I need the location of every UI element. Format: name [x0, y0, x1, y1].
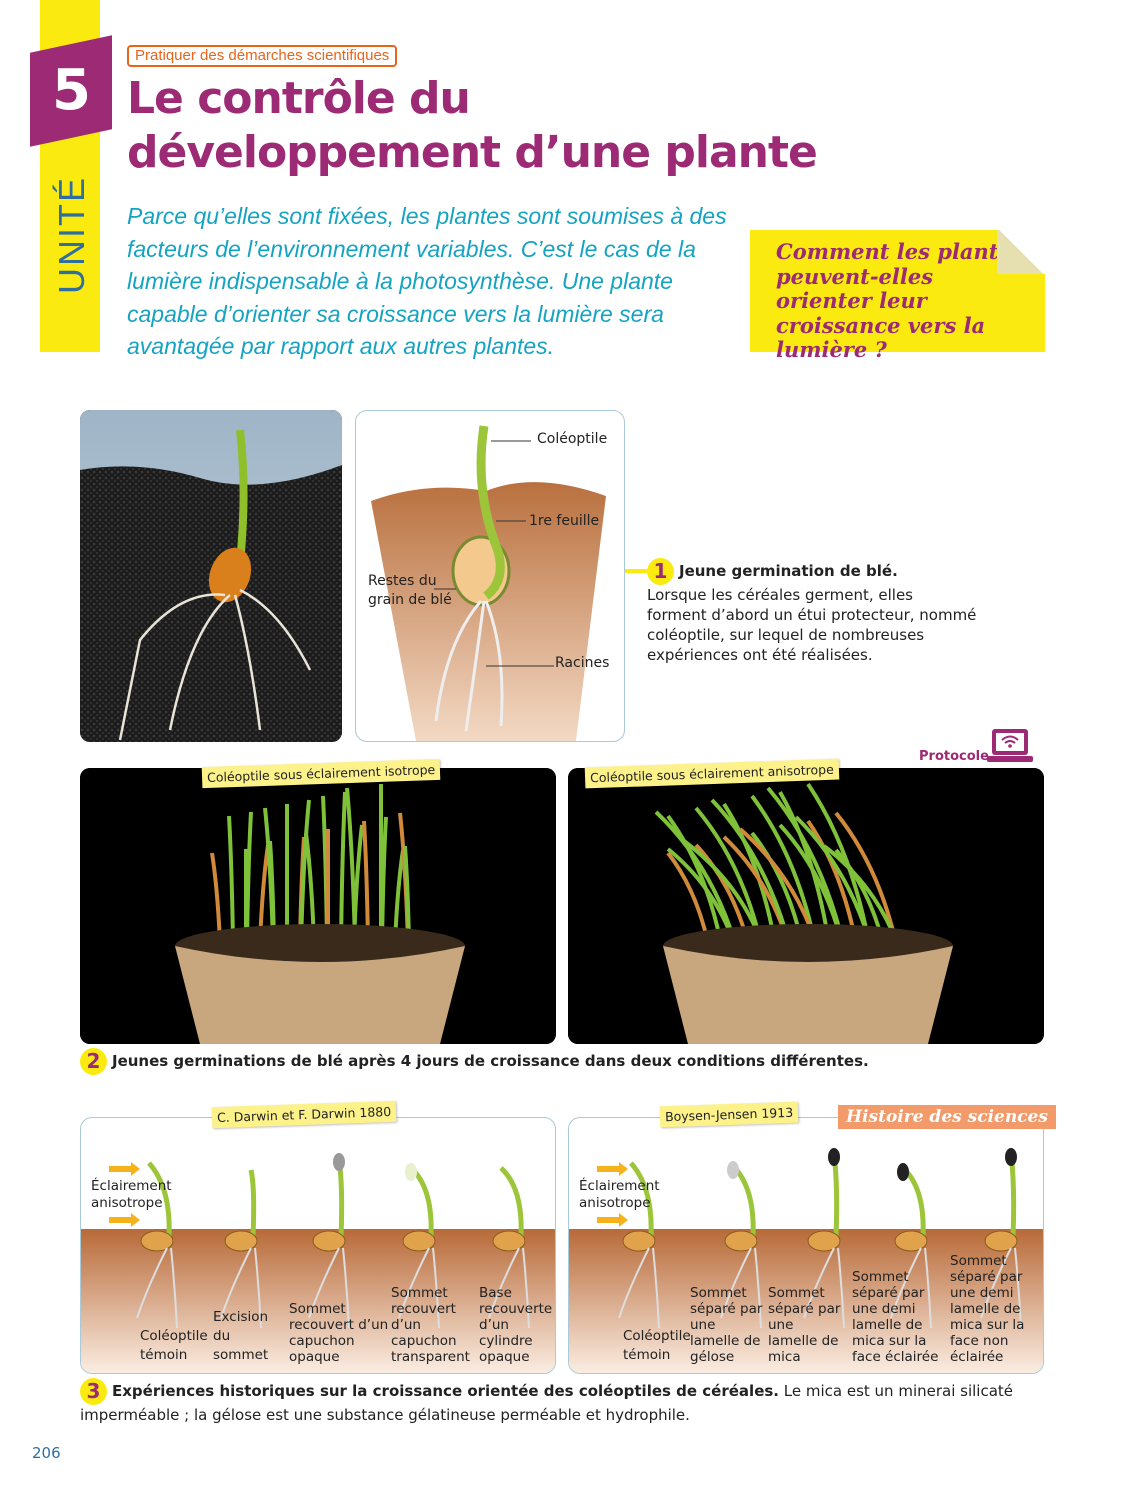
question-text: Comment les plantes peuvent-elles orient…	[776, 239, 1024, 362]
protocole-link[interactable]: Protocole	[919, 749, 989, 764]
section-tag: Pratiquer des démarches scientifiques	[127, 45, 398, 67]
coleoptile	[499, 1166, 524, 1237]
experiment-label: Coléoptile témoin	[623, 1328, 691, 1363]
label-first-leaf: 1re feuille	[529, 513, 600, 529]
experiment-label: Coléoptile témoin	[140, 1328, 208, 1363]
coleoptile	[248, 1169, 257, 1237]
seedling	[666, 814, 723, 944]
germination-photo	[80, 410, 342, 742]
doc3-caption: 3 Expériences historiques sur la croissan…	[80, 1378, 1040, 1426]
page-title: Le contrôle du développement d’une plant…	[127, 73, 818, 178]
doc1-text: Lorsque les céréales germent, elles form…	[647, 586, 977, 664]
seedling	[227, 815, 235, 944]
pot	[663, 946, 953, 1044]
label-grain: Restes du grain de blé	[368, 573, 452, 608]
label-roots: Racines	[555, 655, 610, 671]
darwin-experiment-drawing	[81, 1153, 555, 1373]
experiment-label: Sommet recouvert d’un capuchon opaque	[289, 1301, 389, 1365]
seedling	[766, 786, 845, 944]
light-arrow-icon	[109, 1213, 140, 1227]
boysen-jensen-experiment-panel: Éclairement anisotrope Coléoptile témoin…	[568, 1117, 1044, 1374]
photo-isotrope	[80, 768, 556, 1044]
seedling	[722, 802, 777, 944]
light-label: Éclairement anisotrope	[91, 1178, 172, 1211]
seedling	[345, 787, 357, 944]
seedling	[339, 791, 347, 944]
experiment-label: Sommet séparé par une lamelle de gélose	[690, 1285, 763, 1365]
photo-anisotrope	[568, 768, 1044, 1044]
light-arrow-icon	[597, 1162, 628, 1176]
light-arrow-icon	[109, 1162, 140, 1176]
light-label: Éclairement anisotrope	[579, 1178, 660, 1211]
doc2-caption: 2 Jeunes germinations de blé après 4 jour…	[80, 1048, 1040, 1075]
darwin-experiment-panel: Éclairement anisotrope Coléoptile témoin…	[80, 1117, 556, 1374]
intro-text: Parce qu’elles sont fixées, les plantes …	[127, 203, 727, 359]
history-badge: Histoire des sciences	[838, 1105, 1056, 1129]
page-number: 206	[32, 1444, 61, 1462]
seedling	[654, 810, 737, 944]
germination-photo-image	[80, 410, 342, 742]
doc1-number: 1	[647, 558, 674, 585]
doc2-number: 2	[80, 1048, 107, 1075]
coleoptile	[629, 1161, 654, 1237]
experiment-label: Sommet séparé par une demi lamelle de mi…	[852, 1269, 939, 1365]
experiment-label: Sommet séparé par une lamelle de mica	[768, 1285, 841, 1365]
seedling	[710, 798, 791, 944]
germination-diagram: Coléoptile 1re feuille Restes du grain d…	[355, 410, 625, 742]
doc2-caption-text: Jeunes germinations de blé après 4 jours…	[112, 1052, 869, 1070]
doc3-caption-title: Expériences historiques sur la croissanc…	[112, 1382, 779, 1400]
label-coleoptile: Coléoptile	[537, 431, 608, 447]
doc1-caption: 1 Jeune germination de blé. Lorsque les c…	[647, 558, 977, 665]
photo-anisotrope-image	[568, 768, 1044, 1044]
seedling	[778, 791, 831, 944]
experiment-label: Base recouverte d’un cylindre opaque	[479, 1285, 553, 1365]
doc1-connector	[625, 569, 655, 573]
doc3-number: 3	[80, 1378, 107, 1405]
experiment-label: Sommet recouvert d’un capuchon transpare…	[391, 1285, 470, 1365]
doc3-caption-text: Le mica est un minerai silicaté imperméa…	[80, 1382, 1014, 1424]
germination-diagram-image	[371, 425, 606, 741]
laptop-wifi-icon[interactable]	[987, 728, 1033, 768]
pot	[175, 946, 465, 1044]
unit-label: UNITÉ	[51, 176, 92, 294]
seedling	[245, 811, 253, 944]
experiment-label: Excision du sommet	[213, 1309, 269, 1363]
question-box: Comment les plantes peuvent-elles orient…	[750, 230, 1045, 362]
light-arrow-icon	[597, 1213, 628, 1227]
unit-number: 5	[51, 58, 91, 123]
doc1-title: Jeune germination de blé.	[679, 562, 898, 580]
unit-number-badge: 5	[30, 35, 112, 147]
coleoptile	[147, 1161, 172, 1237]
experiment-label: Sommet séparé par une demi lamelle de mi…	[950, 1253, 1025, 1365]
photo-isotrope-image	[80, 768, 556, 1044]
boysen-jensen-experiment-drawing	[569, 1148, 1043, 1373]
